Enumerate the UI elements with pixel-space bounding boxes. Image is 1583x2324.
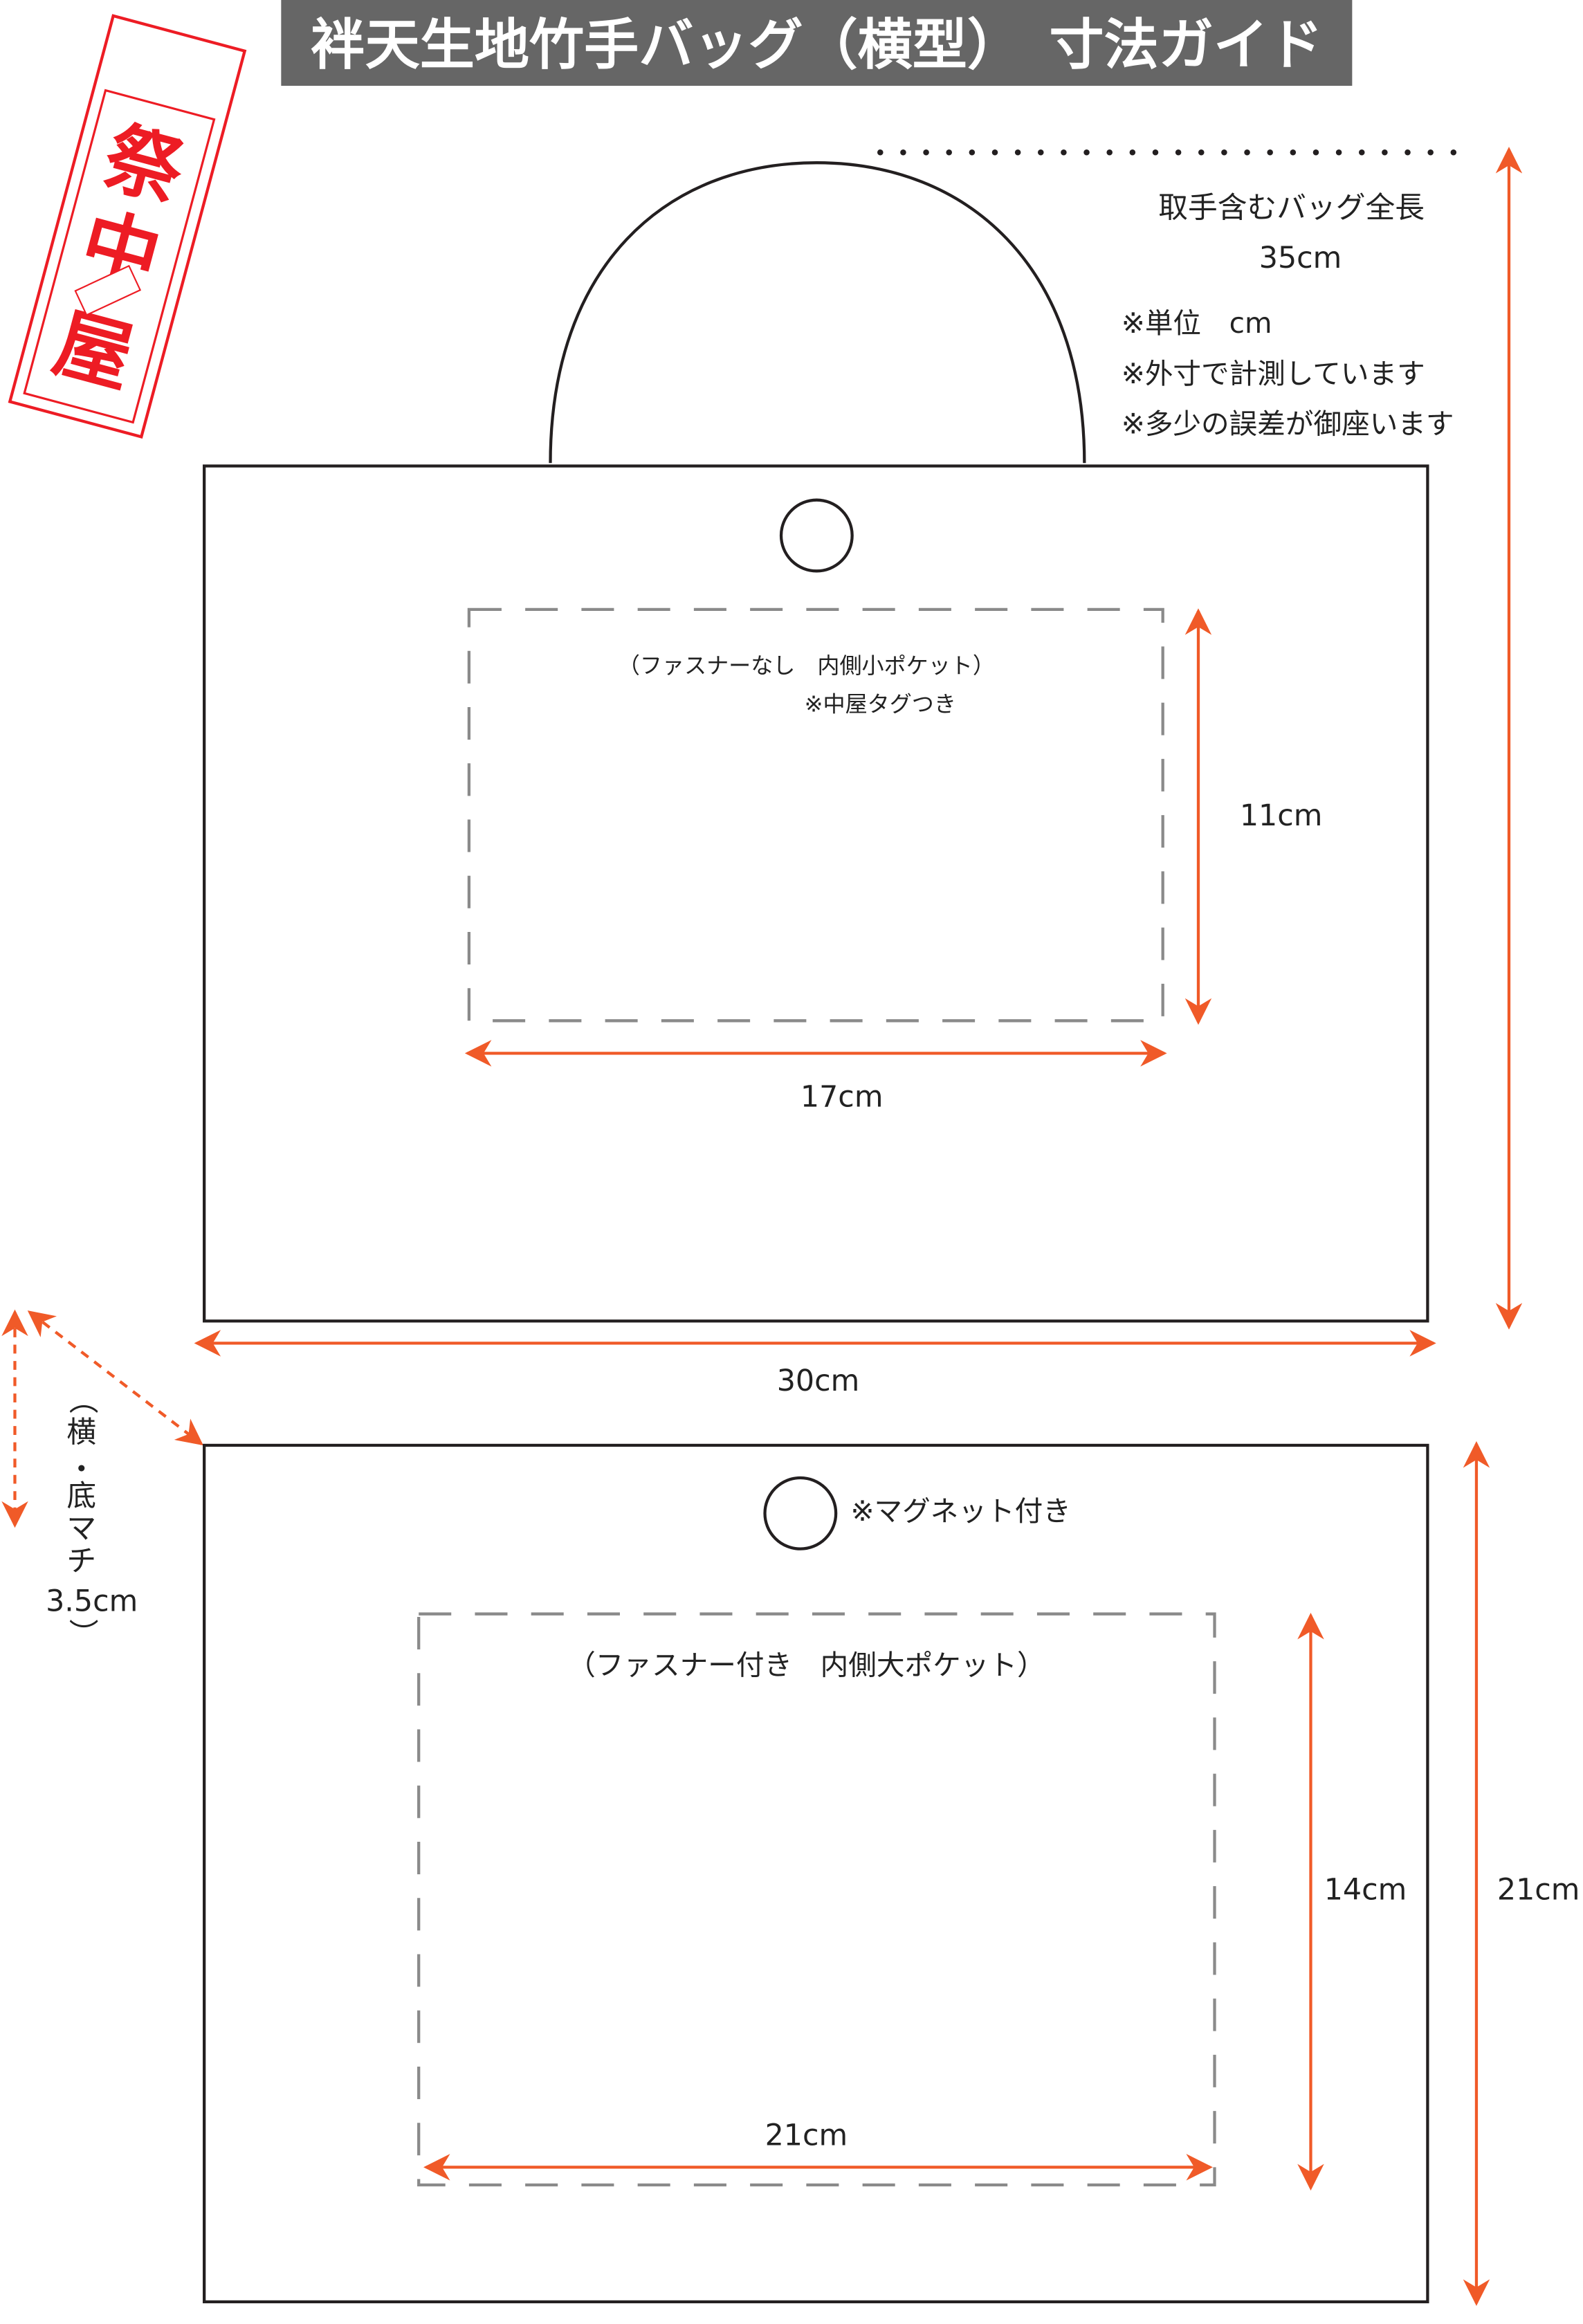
svg-text:）: ） [65, 1618, 100, 1648]
magnet-circle [763, 1476, 838, 1550]
note-unit: ※単位 cm [1122, 306, 1272, 340]
small-pocket-height: 11cm [1240, 798, 1323, 833]
page-title: 袢天生地竹手バッグ（横型） 寸法ガイド [311, 13, 1324, 77]
gusset-label: （ 横 ・ 底 マ チ 3.5cm ） [46, 1384, 138, 1648]
gusset-diagonal-arrow [27, 1310, 203, 1446]
handle [549, 161, 1086, 464]
bag-back [203, 1443, 1429, 2304]
large-pocket-width: 21cm [765, 2118, 848, 2152]
large-pocket-label: （ファスナー付き 内側大ポケット） [567, 1648, 1045, 1681]
note-outer: ※外寸で計測しています [1122, 357, 1425, 390]
small-pocket-outline [467, 607, 1164, 1023]
large-pocket-outline [417, 1612, 1216, 2187]
large-pocket-height: 14cm [1324, 1872, 1407, 1907]
magnet-note: ※マグネット付き [851, 1494, 1071, 1528]
bag-width: 30cm [777, 1364, 860, 1398]
note-error: ※多少の誤差が御座います [1122, 407, 1454, 440]
gusset-value: 3.5cm [46, 1584, 138, 1618]
svg-text:・: ・ [66, 1452, 96, 1487]
magnet-circle [779, 498, 854, 573]
svg-text:チ: チ [66, 1544, 96, 1579]
bag-height: 21cm [1497, 1872, 1580, 1907]
tag-note: ※中屋タグつき [805, 690, 956, 717]
svg-text:（: （ [65, 1384, 100, 1414]
nakaya-logo: 祭 中 屋 [8, 14, 247, 439]
total-length-value: 35cm [1259, 241, 1342, 275]
small-pocket-width: 17cm [800, 1079, 884, 1114]
bag-front [203, 464, 1429, 1323]
svg-text:マ: マ [66, 1512, 96, 1546]
svg-text:底: 底 [66, 1479, 96, 1514]
title-bar [281, 0, 1353, 86]
total-length-label: 取手含むバッグ全長 [1158, 190, 1425, 225]
svg-text:横: 横 [66, 1416, 96, 1450]
small-pocket-label: （ファスナーなし 内側小ポケット） [618, 652, 995, 679]
